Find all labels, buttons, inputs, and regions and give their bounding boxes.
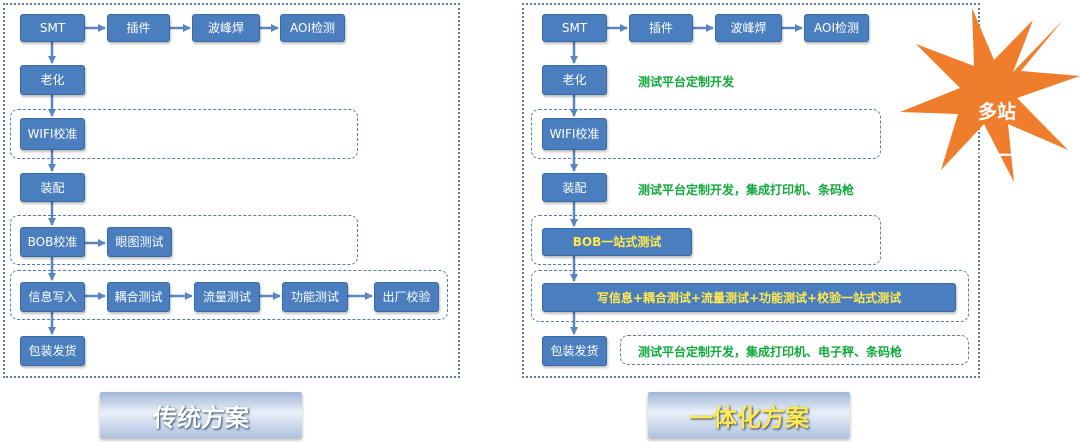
banner-traditional: 传统方案	[100, 392, 302, 438]
banner-integrated-text: 一体化方案	[689, 403, 809, 432]
node-insert: 插件	[107, 14, 170, 42]
note-pack-platform: 测试平台定制开发，集成打印机、电子秤、条码枪	[638, 345, 903, 359]
node-aoi: AOI检测	[280, 14, 345, 42]
wifi-group-integrated	[531, 109, 881, 159]
node-wifi-integrated: WIFI校准	[542, 118, 607, 150]
node-assembly: 装配	[20, 173, 85, 202]
node-smt-integrated: SMT	[542, 14, 607, 42]
star-burst	[900, 8, 1080, 182]
banner-integrated: 一体化方案	[648, 392, 850, 438]
note-assembly-platform: 测试平台定制开发，集成打印机、条码枪	[638, 183, 855, 197]
node-combined-test: 写信息+耦合测试+流量测试+功能测试+校验一站式测试	[542, 283, 956, 312]
pack-note-group	[620, 335, 969, 365]
star-text-line1: 多站	[978, 101, 1017, 123]
test-group	[10, 270, 448, 320]
node-eye-test: 眼图测试	[107, 227, 172, 257]
node-factory-check: 出厂校验	[374, 282, 439, 312]
node-info-write: 信息写入	[20, 282, 85, 312]
star-text-line2: 合一	[978, 145, 1017, 167]
node-function-test: 功能测试	[282, 282, 348, 312]
banner-traditional-text: 传统方案	[153, 403, 249, 432]
node-smt: SMT	[20, 14, 85, 42]
node-wave-integrated: 波峰焊	[715, 14, 782, 42]
node-assembly-integrated: 装配	[542, 173, 607, 202]
wifi-group	[10, 109, 358, 159]
node-bob-one-stop: BOB一站式测试	[542, 228, 692, 256]
node-aoi-integrated: AOI检测	[804, 14, 869, 42]
node-coupling-test: 耦合测试	[107, 282, 170, 312]
integrated-frame	[522, 3, 980, 378]
note-aging-platform: 测试平台定制开发	[638, 75, 735, 89]
node-pack-integrated: 包装发货	[542, 336, 607, 366]
bob-group-integrated	[531, 215, 881, 265]
node-aging: 老化	[20, 65, 85, 95]
node-aging-integrated: 老化	[542, 65, 607, 95]
node-pack-ship: 包装发货	[20, 336, 85, 366]
node-wave-soldering: 波峰焊	[192, 14, 260, 42]
node-bob-calibration: BOB校准	[20, 227, 85, 257]
bob-group	[10, 215, 358, 265]
combined-group	[531, 270, 969, 322]
node-wifi-calibration: WIFI校准	[20, 118, 85, 150]
traditional-frame	[3, 3, 460, 378]
node-flow-test: 流量测试	[194, 282, 260, 312]
node-insert-integrated: 插件	[629, 14, 693, 42]
